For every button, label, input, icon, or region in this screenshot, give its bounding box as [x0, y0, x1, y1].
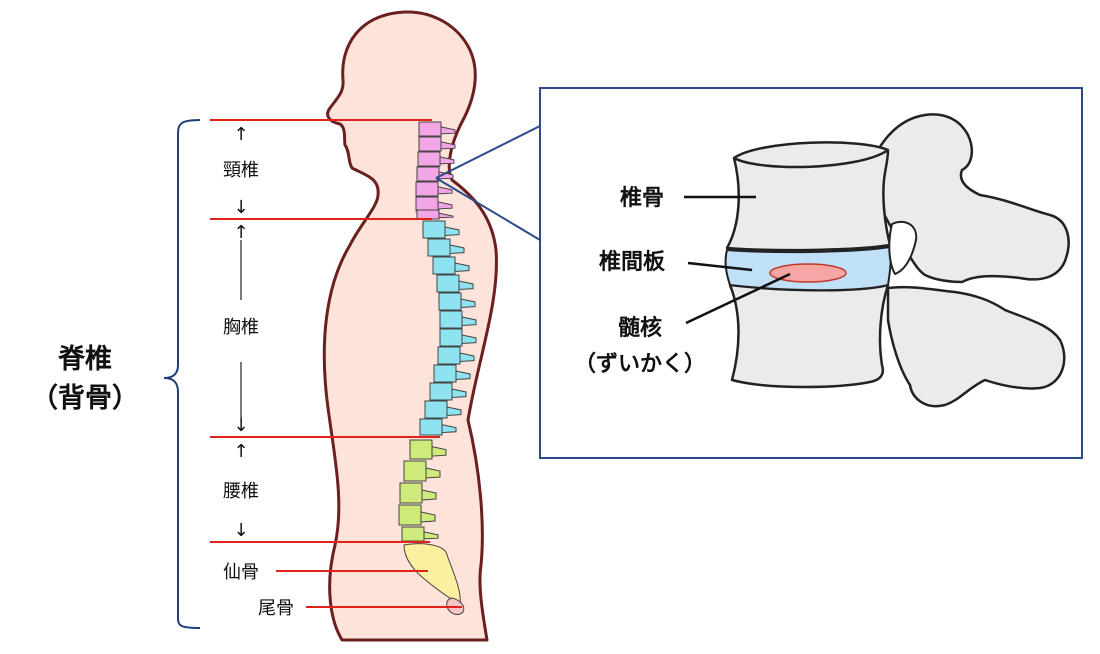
lumbar-vertebra-21: [403, 460, 427, 482]
zoom-connector-bottom: [435, 177, 541, 241]
cervical-vertebra-6: [415, 196, 439, 212]
vertebra-label: 椎骨: [620, 185, 664, 211]
spine-bracket: [163, 119, 201, 629]
body-silhouette: [322, 10, 498, 642]
nucleus-pulposus: [769, 263, 847, 283]
thoracic-spinous-process-19: [441, 423, 457, 434]
thoracic-vertebra-13: [439, 310, 463, 329]
thoracic-vertebra-14: [439, 328, 463, 347]
thoracic-vertebra-19: [419, 418, 443, 436]
thoracic-spinous-process-10: [454, 262, 470, 272]
upper-vertebral-body: [725, 141, 892, 252]
thoracic-vertebra-15: [437, 346, 461, 365]
spine-title-sub: （背骨）: [31, 383, 139, 414]
cervical-up-arrow: ↑: [233, 124, 248, 145]
thoracic-spinous-process-15: [459, 352, 475, 362]
lumbar-spinous-process-23: [420, 511, 436, 523]
cervical-vertebra-3: [417, 151, 441, 167]
thoracic-vertebra-12: [438, 292, 462, 311]
thoracic-up-arrow: ↑: [233, 222, 248, 243]
thoracic-spinous-process-9: [449, 244, 465, 254]
cervical-down-arrow: ↓: [233, 197, 248, 218]
zoom-connector-top: [435, 125, 541, 179]
thoracic-spinous-process-11: [458, 280, 474, 290]
lumbar-vertebra-20: [409, 439, 433, 460]
cervical-vertebra-5: [415, 181, 439, 197]
cervical-spinous-process-5: [437, 186, 453, 195]
thoracic-vertebra-11: [436, 274, 460, 293]
cervical-spinous-process-6: [437, 201, 453, 210]
nucleus-label: 髄核: [618, 315, 662, 341]
cervical-label: 頸椎: [223, 160, 259, 181]
lumbar-spinous-process-22: [421, 489, 437, 501]
thoracic-spinous-process-13: [461, 316, 477, 326]
lower-vertebral-body: [728, 283, 890, 389]
lumbar-down-arrow: ↓: [233, 520, 248, 541]
thoracic-vertebra-17: [429, 382, 453, 401]
lumbar-vertebra-24: [401, 526, 425, 542]
lumbar-vertebra-23: [398, 504, 422, 526]
nucleus-pointer-line: [685, 272, 791, 325]
thoracic-vertebra-8: [422, 220, 446, 239]
thoracic-spinous-process-8: [444, 226, 460, 236]
lumbar-label: 腰椎: [223, 481, 259, 502]
lumbar-spinous-process-20: [431, 446, 447, 457]
lower-posterior-process: [886, 285, 1066, 408]
thoracic-spinous-process-12: [460, 298, 476, 308]
cervical-spinous-process-1: [440, 126, 456, 135]
lumbar-spinous-process-24: [423, 531, 439, 540]
cervical-vertebra-1: [418, 121, 442, 137]
cervical-spinous-process-7: [438, 212, 454, 219]
lumbar-vertebra-22: [399, 482, 423, 504]
thoracic-spinous-process-17: [451, 388, 467, 398]
cervical-spinous-process-2: [440, 141, 456, 150]
thoracic-down-arrow: ↓: [233, 415, 248, 436]
thoracic-spinous-process-18: [446, 406, 462, 416]
thoracic-vertebra-10: [432, 256, 456, 275]
thoracic-spinous-process-16: [455, 370, 471, 380]
facet-joint: [888, 220, 918, 275]
thoracic-spinous-process-14: [461, 334, 477, 344]
disc-pointer-line: [687, 261, 753, 272]
thoracic-vertebra-16: [433, 364, 457, 383]
lumbar-spinous-process-21: [425, 467, 441, 479]
vertebra-detail: [724, 113, 1070, 408]
boundary-lines: [210, 119, 462, 608]
sacrum-label: 仙骨: [223, 562, 259, 583]
upper-body-top-edge: [733, 148, 889, 169]
cervical-vertebra-2: [418, 136, 442, 152]
cervical-spinous-process-3: [439, 156, 455, 165]
cervical-vertebra-7: [416, 209, 440, 220]
disc-label: 椎間板: [599, 249, 666, 275]
thoracic-label: 胸椎: [223, 317, 259, 338]
upper-posterior-process: [876, 113, 1070, 284]
thoracic-vertebra-9: [427, 238, 451, 257]
nucleus-reading-label: （ずいかく）: [574, 352, 706, 377]
thoracic-vertebra-18: [424, 400, 448, 419]
spine-title: 脊椎: [57, 344, 112, 375]
coccyx-label: 尾骨: [258, 598, 294, 619]
lumbar-up-arrow: ↑: [233, 441, 248, 462]
